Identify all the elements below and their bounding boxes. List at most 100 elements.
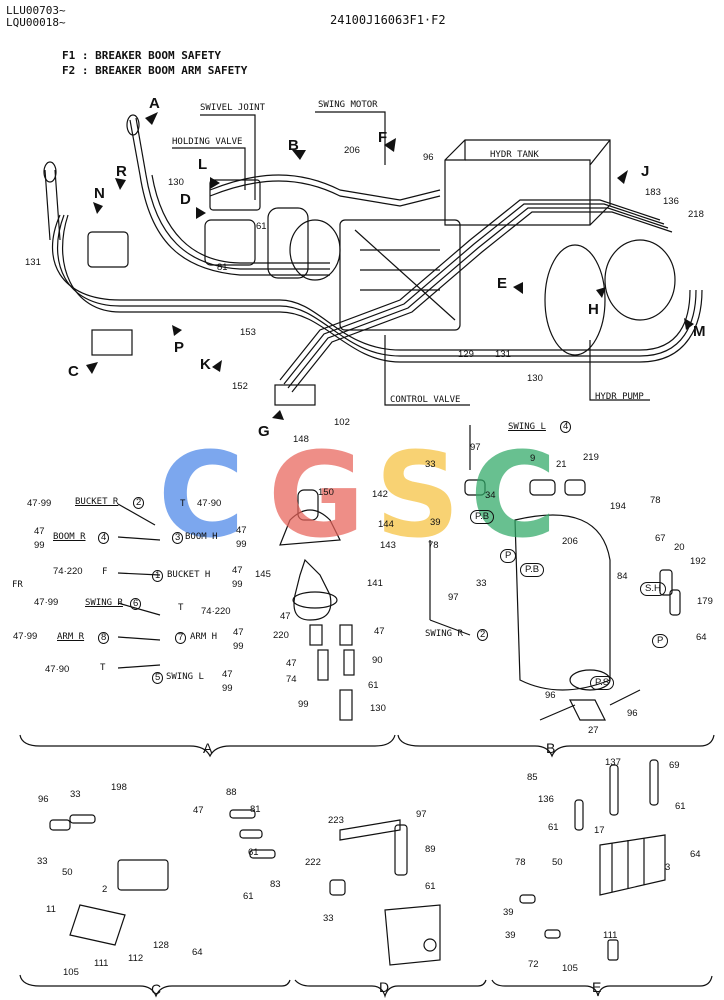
d-part: 222	[305, 857, 321, 868]
view-letter-b: B	[288, 137, 299, 154]
serial-number-1: LLU00703~	[6, 4, 66, 17]
c-part: 111	[94, 958, 109, 969]
b-part: 34	[485, 490, 496, 501]
c-part: 64	[192, 947, 203, 958]
part-number: 183	[645, 187, 661, 198]
holding-valve-label: HOLDING VALVE	[172, 137, 243, 147]
hydr-pump-body	[544, 244, 606, 356]
e-part: 137	[605, 757, 621, 768]
part-number: 130	[168, 177, 184, 188]
b-part: 78	[650, 495, 661, 506]
b-ps-tag: P.S	[590, 676, 615, 690]
c-part: 198	[111, 782, 127, 793]
b-p-tag: P	[652, 634, 669, 648]
c-part: 47	[193, 805, 204, 816]
part-number: 206	[344, 145, 360, 156]
a-val: 47	[236, 525, 247, 536]
a-part: 130	[370, 703, 386, 714]
part-number: 131	[495, 349, 511, 360]
a-val: 47·90	[197, 498, 222, 509]
a-arm-h-label: ARM H	[190, 632, 218, 642]
a-arm-h-num: 7	[175, 632, 187, 644]
c-part: 61	[248, 847, 259, 858]
a-part: 145	[255, 569, 271, 580]
serial-number-2: LQU00018~	[6, 16, 66, 29]
e-part: 3	[665, 862, 671, 873]
a-boom-h-label: BOOM H	[185, 532, 218, 542]
view-letter-g: G	[258, 423, 270, 440]
section-title-a: A	[203, 740, 213, 756]
b-part: 96	[627, 708, 638, 719]
part-number: 218	[688, 209, 704, 220]
control-valve-label: CONTROL VALVE	[390, 395, 461, 405]
c-part: 88	[226, 787, 237, 798]
swing-motor-label: SWING MOTOR	[318, 100, 378, 110]
e-part: 105	[562, 963, 578, 974]
a-val: 99	[232, 579, 243, 590]
b-swing-r-label: SWING R	[425, 629, 463, 639]
b-part: 67	[655, 533, 666, 544]
b-part: 84	[617, 571, 628, 582]
part-number: 81	[217, 262, 228, 273]
a-val: 47·99	[27, 498, 52, 509]
part-number: 153	[240, 327, 256, 338]
a-arm-r-num: 8	[98, 632, 110, 644]
e-part: 39	[505, 930, 516, 941]
part-number: 131	[25, 257, 41, 268]
legend-f1: F1 : BREAKER BOOM SAFETY	[62, 49, 221, 62]
b-swing-l-label: SWING L	[508, 422, 546, 432]
b-p-tag: P	[500, 549, 517, 563]
b-part: 33	[425, 459, 436, 470]
view-letter-c: C	[68, 363, 79, 380]
c-part: 112	[128, 953, 144, 964]
a-val: 99	[233, 641, 244, 652]
c-part: 2	[102, 884, 108, 895]
b-part: 20	[674, 542, 685, 553]
view-letter-d: D	[180, 191, 191, 208]
c-part: 105	[63, 967, 79, 978]
c-part: 81	[250, 804, 261, 815]
a-part: 90	[372, 655, 383, 666]
e-part: 78	[515, 857, 526, 868]
b-part: 39	[430, 517, 441, 528]
part-number: 129	[458, 349, 474, 360]
a-swing-r-num: 6	[130, 598, 142, 610]
b-part: 64	[696, 632, 707, 643]
view-letter-a: A	[149, 95, 160, 112]
a-boom-r-num: 4	[98, 532, 110, 544]
view-letter-l: L	[198, 156, 208, 173]
d-part: 223	[328, 815, 344, 826]
d-part: 33	[323, 913, 334, 924]
a-part: 47	[374, 626, 385, 637]
c-part: 96	[38, 794, 49, 805]
e-part: 136	[538, 794, 554, 805]
c-part: 83	[270, 879, 281, 890]
view-letter-f: F	[378, 129, 388, 146]
hydr-tank-label: HYDR TANK	[490, 150, 539, 160]
b-part: 78	[428, 540, 439, 551]
e-part: 50	[552, 857, 563, 868]
section-title-b: B	[546, 740, 556, 756]
c-part: 128	[153, 940, 169, 951]
b-sh-tag: S.H	[640, 582, 666, 596]
e-part: 17	[594, 825, 605, 836]
c-part: 61	[243, 891, 254, 902]
part-number: 130	[527, 373, 543, 384]
e-part: 61	[675, 801, 686, 812]
a-fr-label: FR	[12, 580, 23, 590]
view-letter-m: M	[693, 323, 706, 340]
view-letter-e: E	[497, 275, 508, 292]
a-bucket-h-num: 1	[152, 570, 164, 582]
section-title-c: C	[151, 981, 162, 997]
b-part: 21	[556, 459, 567, 470]
a-val: 47	[222, 669, 233, 680]
a-val: 47	[233, 627, 244, 638]
view-letter-h: H	[588, 301, 599, 318]
a-t-label: T	[100, 663, 106, 673]
a-part: 142	[372, 489, 388, 500]
a-part: 99	[298, 699, 309, 710]
e-part: 111	[603, 930, 618, 941]
watermark-letter-g: G	[268, 426, 365, 564]
b-part: 206	[562, 536, 578, 547]
